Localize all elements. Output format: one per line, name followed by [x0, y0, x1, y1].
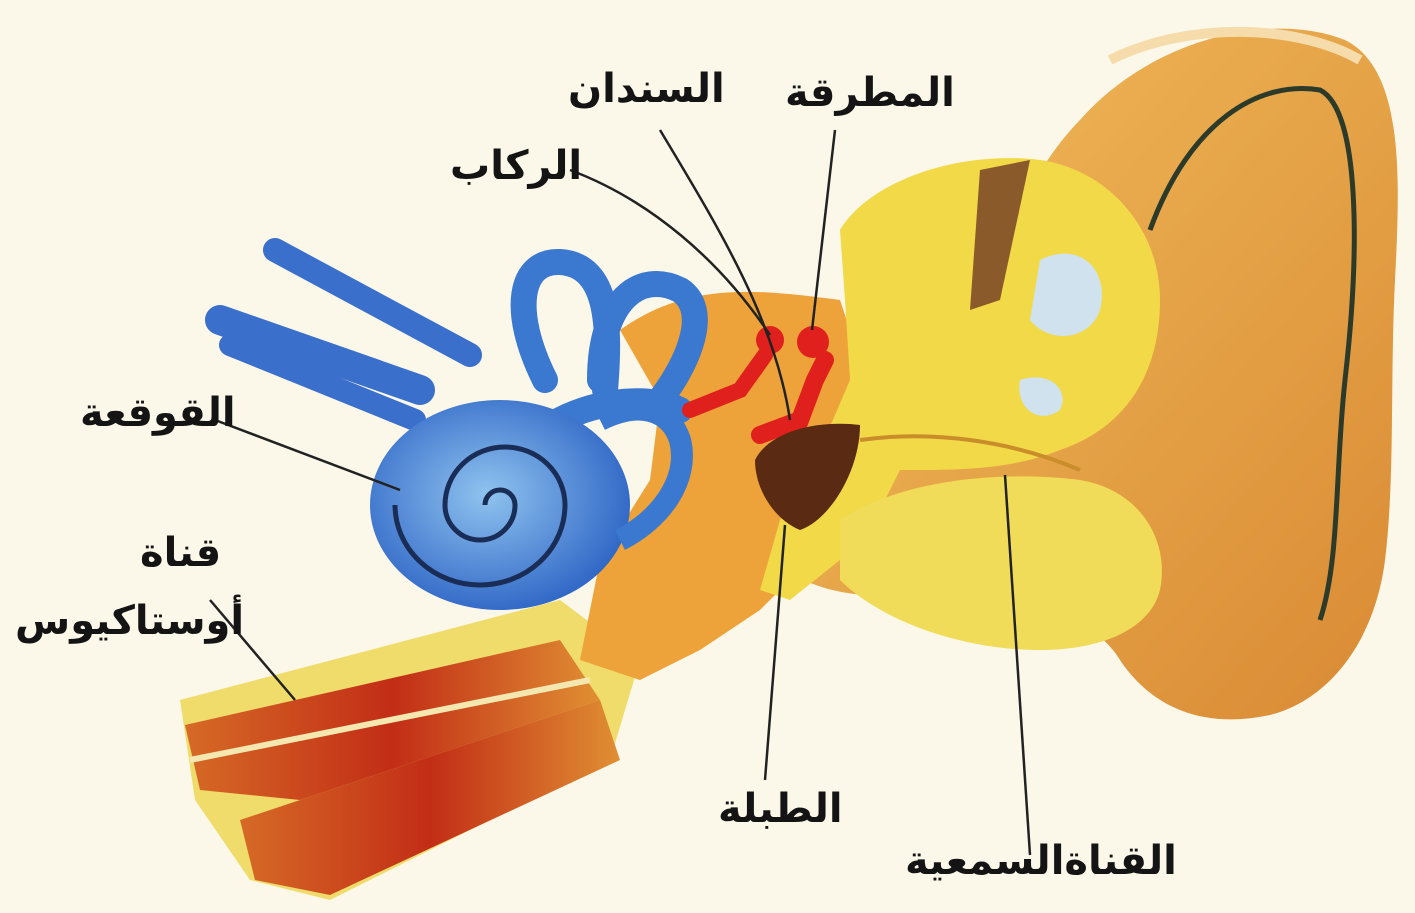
label-eustachian-line1: قناة	[140, 532, 221, 574]
label-hammer: المطرقة	[785, 72, 955, 114]
auditory-nerve	[220, 250, 470, 420]
label-stirrup: الركاب	[450, 145, 582, 187]
label-eardrum: الطبلة	[718, 788, 843, 830]
hammer-bone	[797, 326, 829, 358]
label-anvil: السندان	[568, 68, 725, 110]
label-eustachian-line2: أوستاكيوس	[15, 600, 244, 642]
label-cochlea: القوقعة	[80, 392, 236, 434]
cochlea-leader	[215, 420, 400, 490]
label-ear-canal: القناةالسمعية	[905, 840, 1177, 882]
